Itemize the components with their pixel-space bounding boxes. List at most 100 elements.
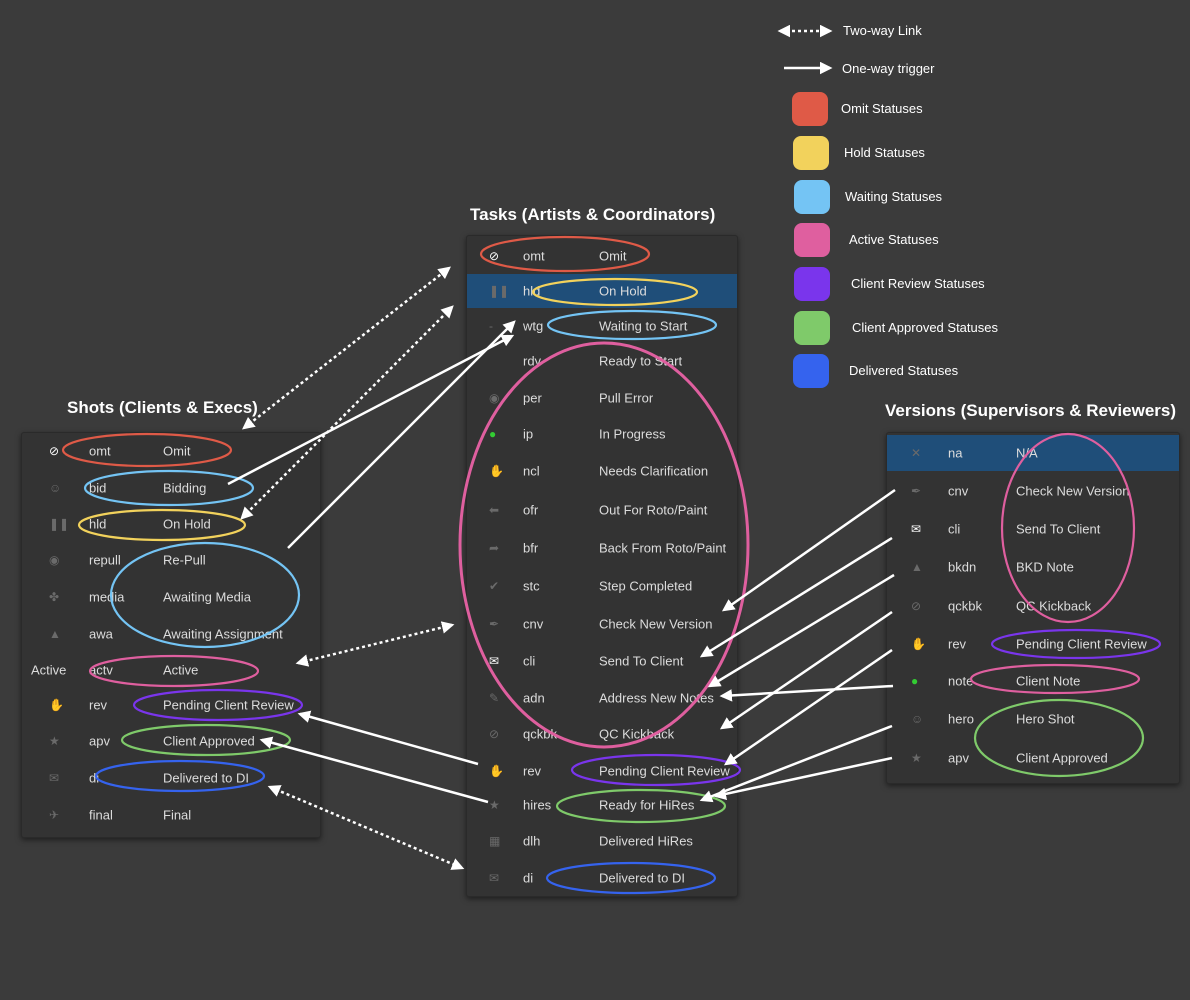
status-code: adn [523, 690, 545, 706]
legend-two-way-label: Two-way Link [843, 23, 922, 38]
status-code: hero [948, 711, 975, 727]
status-code: hld [89, 516, 107, 532]
arrow-right-icon: ➦ [489, 541, 500, 555]
tasks-title: Tasks (Artists & Coordinators) [470, 205, 716, 224]
versions-status-row-hero[interactable]: ☺ hero Hero Shot [887, 701, 1179, 737]
progress-dot-icon: ● [489, 427, 497, 441]
trigger-rev-to-shots [297, 710, 479, 766]
hand-icon: ✋ [49, 698, 64, 712]
status-name: Hero Shot [1016, 711, 1075, 727]
status-code: cnv [523, 616, 544, 632]
status-name: QC Kickback [599, 726, 675, 742]
legend-label-6: Delivered Statuses [849, 363, 959, 378]
plane-icon: ✈ [49, 808, 60, 822]
status-code: na [948, 445, 963, 461]
status-name: QC Kickback [1016, 598, 1092, 614]
person-icon: ☺ [911, 712, 924, 726]
status-code: final [89, 807, 113, 823]
status-name: Pending Client Review [163, 697, 294, 713]
status-code: bkdn [948, 559, 977, 575]
status-name: Send To Client [599, 653, 684, 669]
status-code: media [89, 589, 125, 605]
shots-status-row-rev[interactable]: ✋ rev Pending Client Review [22, 688, 320, 722]
status-code: ncl [523, 463, 540, 479]
legend-label-4: Client Review Statuses [851, 276, 985, 291]
status-name: Client Approved [163, 733, 255, 749]
gift-icon: ✉ [49, 771, 60, 785]
pause-icon: ❚❚ [489, 284, 510, 298]
status-code: di [523, 870, 534, 886]
status-name: Back From Roto/Paint [599, 540, 727, 556]
legend-label-1: Hold Statuses [844, 145, 925, 160]
legend-label-2: Waiting Statuses [845, 189, 943, 204]
status-name: Bidding [163, 480, 207, 496]
wait-icon: - [489, 319, 493, 333]
status-name: Pending Client Review [1016, 636, 1147, 652]
status-code: per [523, 390, 542, 406]
legend-swatch-3 [794, 223, 830, 257]
status-code: hires [523, 797, 552, 813]
status-name: Delivered to DI [163, 770, 249, 786]
hand-icon: ✋ [489, 764, 504, 778]
status-name: Check New Version [599, 616, 713, 632]
puzzle-icon: ✤ [49, 590, 60, 604]
trigger-rev [723, 648, 893, 766]
status-code: apv [89, 733, 110, 749]
warning-icon: ▲ [911, 560, 923, 574]
status-code: repull [89, 552, 121, 568]
legend-one-way-label: One-way trigger [842, 61, 935, 76]
status-name: On Hold [163, 516, 211, 532]
status-name: Address New Notes [599, 690, 714, 706]
status-name: On Hold [599, 283, 647, 299]
status-code: bfr [523, 540, 539, 556]
status-name: Delivered to DI [599, 870, 685, 886]
status-code: rev [89, 697, 108, 713]
status-code: apv [948, 750, 969, 766]
hand-icon: ✋ [489, 464, 504, 478]
status-code: wtg [523, 318, 544, 334]
trigger-cnv [721, 488, 896, 612]
envelope-icon: ✉ [489, 654, 500, 668]
tasks-status-row-bfr[interactable]: ➦ bfr Back From Roto/Paint [467, 531, 737, 565]
legend-swatch-1 [793, 136, 829, 170]
status-name: Check New Version [1016, 483, 1130, 499]
link-omit [242, 266, 451, 430]
